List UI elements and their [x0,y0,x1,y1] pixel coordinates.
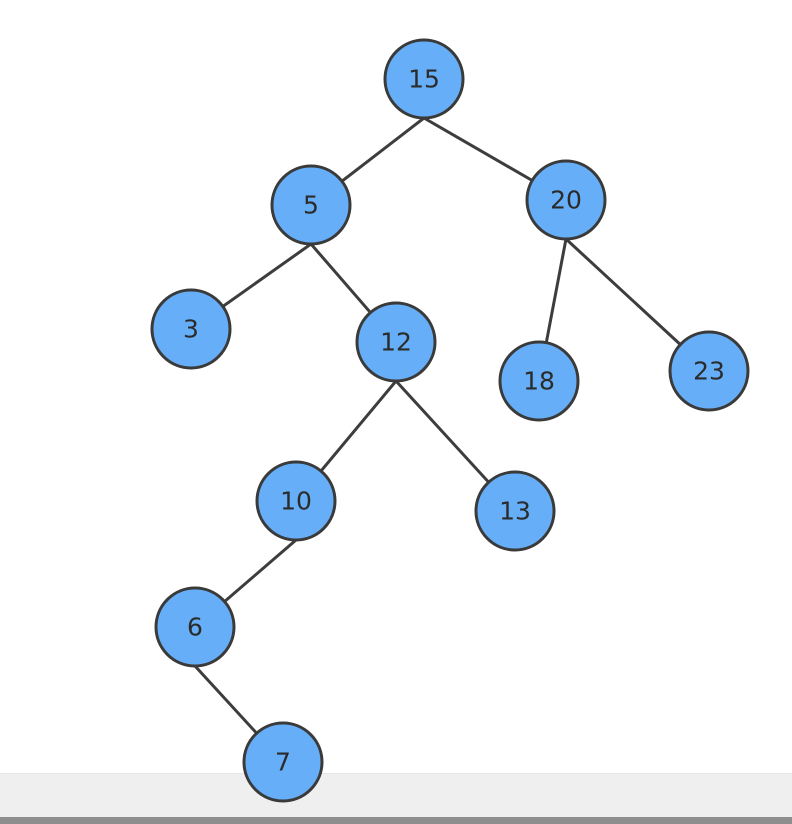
tree-node-12: 12 [355,301,437,383]
node-circle [668,330,750,412]
node-label: 6 [187,613,203,642]
node-circle [383,38,465,120]
node-circle [150,288,232,370]
bottom-bar [0,773,792,818]
tree-node-18: 18 [498,340,580,422]
tree-node-10: 10 [255,460,337,542]
bottom-edge [0,817,792,824]
node-label: 13 [499,497,531,526]
node-circle [242,721,324,803]
tree-node-15: 15 [383,38,465,120]
node-label: 7 [275,748,291,777]
node-circle [355,301,437,383]
node-label: 12 [380,328,412,357]
nodes-layer: 15 5 20 3 12 18 23 10 13 6 7 [150,38,750,803]
node-label: 10 [280,487,312,516]
node-label: 23 [693,357,725,386]
node-label: 15 [408,65,440,94]
edges-layer [189,116,711,764]
node-label: 20 [550,186,582,215]
tree-node-6: 6 [154,586,236,668]
node-circle [255,460,337,542]
node-label: 18 [523,367,555,396]
tree-node-3: 3 [150,288,232,370]
node-circle [270,164,352,246]
tree-node-7: 7 [242,721,324,803]
node-label: 3 [183,315,199,344]
tree-node-13: 13 [474,470,556,552]
node-circle [525,159,607,241]
tree-node-20: 20 [525,159,607,241]
tree-node-23: 23 [668,330,750,412]
node-label: 5 [303,191,319,220]
tree-node-5: 5 [270,164,352,246]
node-circle [474,470,556,552]
node-circle [498,340,580,422]
node-circle [154,586,236,668]
